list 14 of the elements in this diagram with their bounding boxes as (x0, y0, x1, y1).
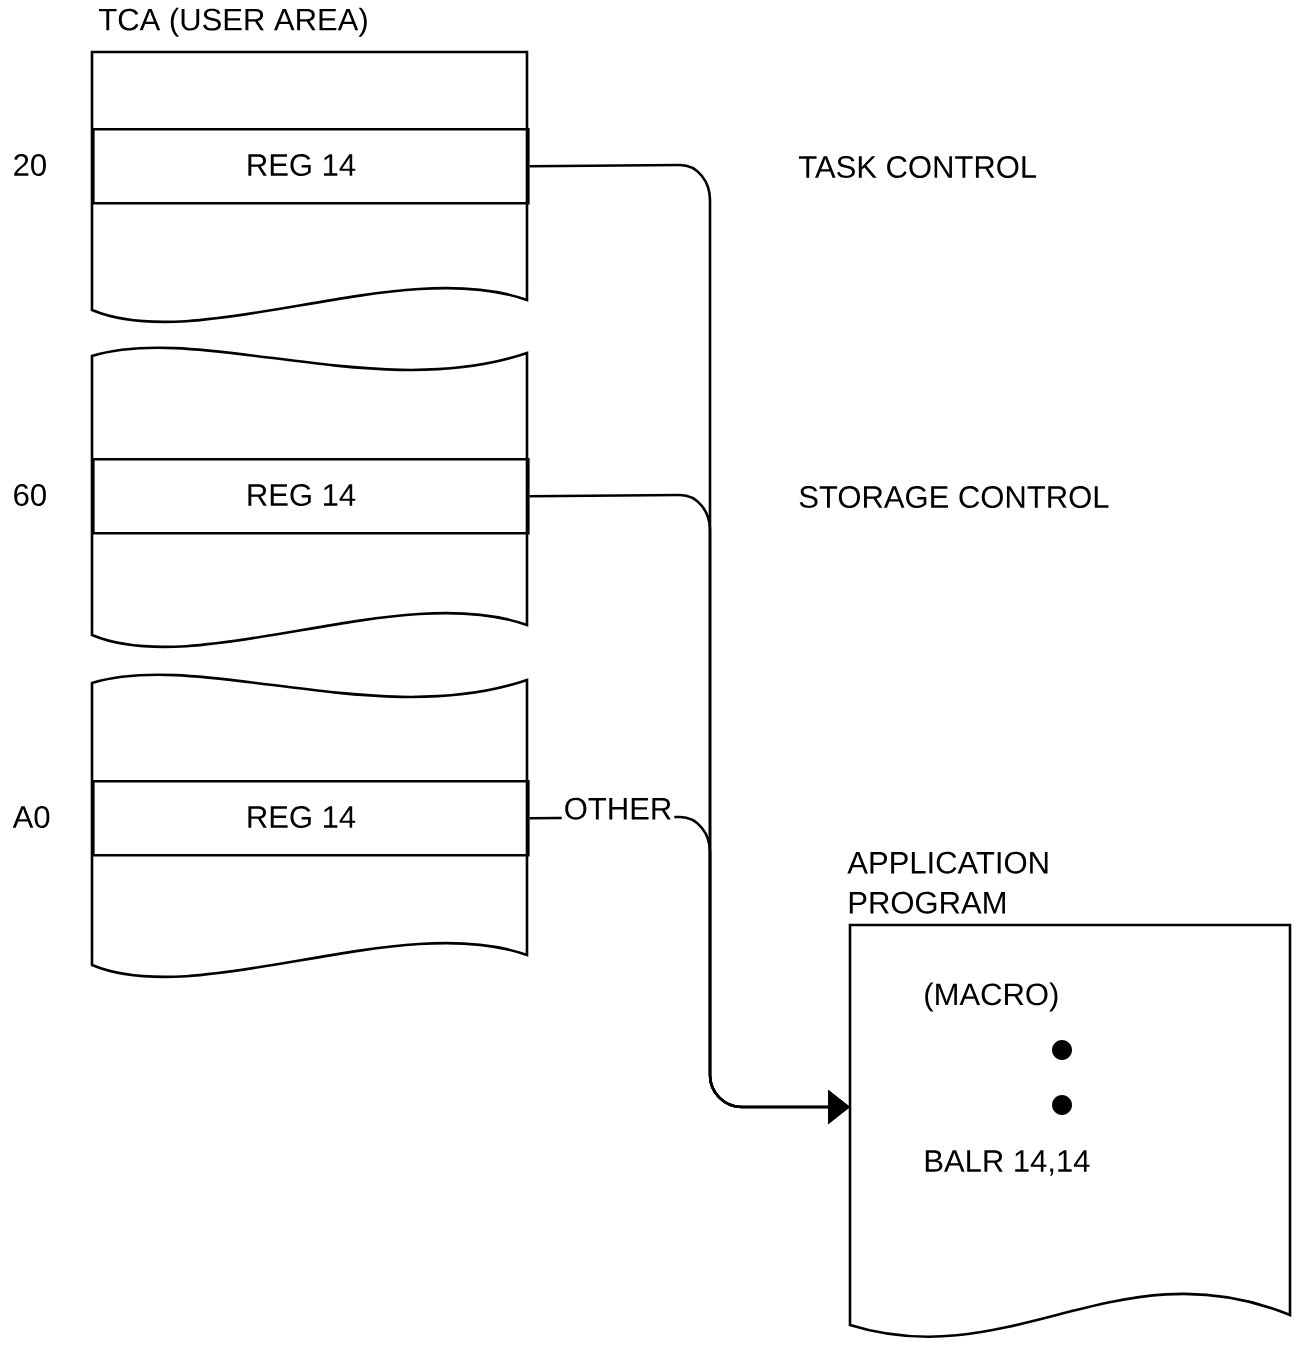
register-cell: REG 14 (92, 780, 530, 857)
control-label: STORAGE CONTROL (799, 486, 1109, 508)
control-label: TASK CONTROL (799, 156, 1037, 178)
edge-label: OTHER (561, 795, 675, 822)
node-label: APPLICATION PROGRAM (847, 851, 1048, 914)
register-cell: REG 14 (92, 458, 530, 535)
offset-label: 60 (14, 484, 46, 506)
memory-segment (90, 346, 529, 649)
offset-label: A0 (12, 806, 50, 828)
program-box: APPLICATION PROGRAM (MACRO) BALR 14,14 (847, 851, 1292, 1339)
node-label: TCA (USER AREA) (98, 7, 367, 37)
offset-label: 20 (14, 154, 46, 176)
register-cell: REG 14 (92, 128, 530, 205)
memory-segment (90, 673, 529, 979)
